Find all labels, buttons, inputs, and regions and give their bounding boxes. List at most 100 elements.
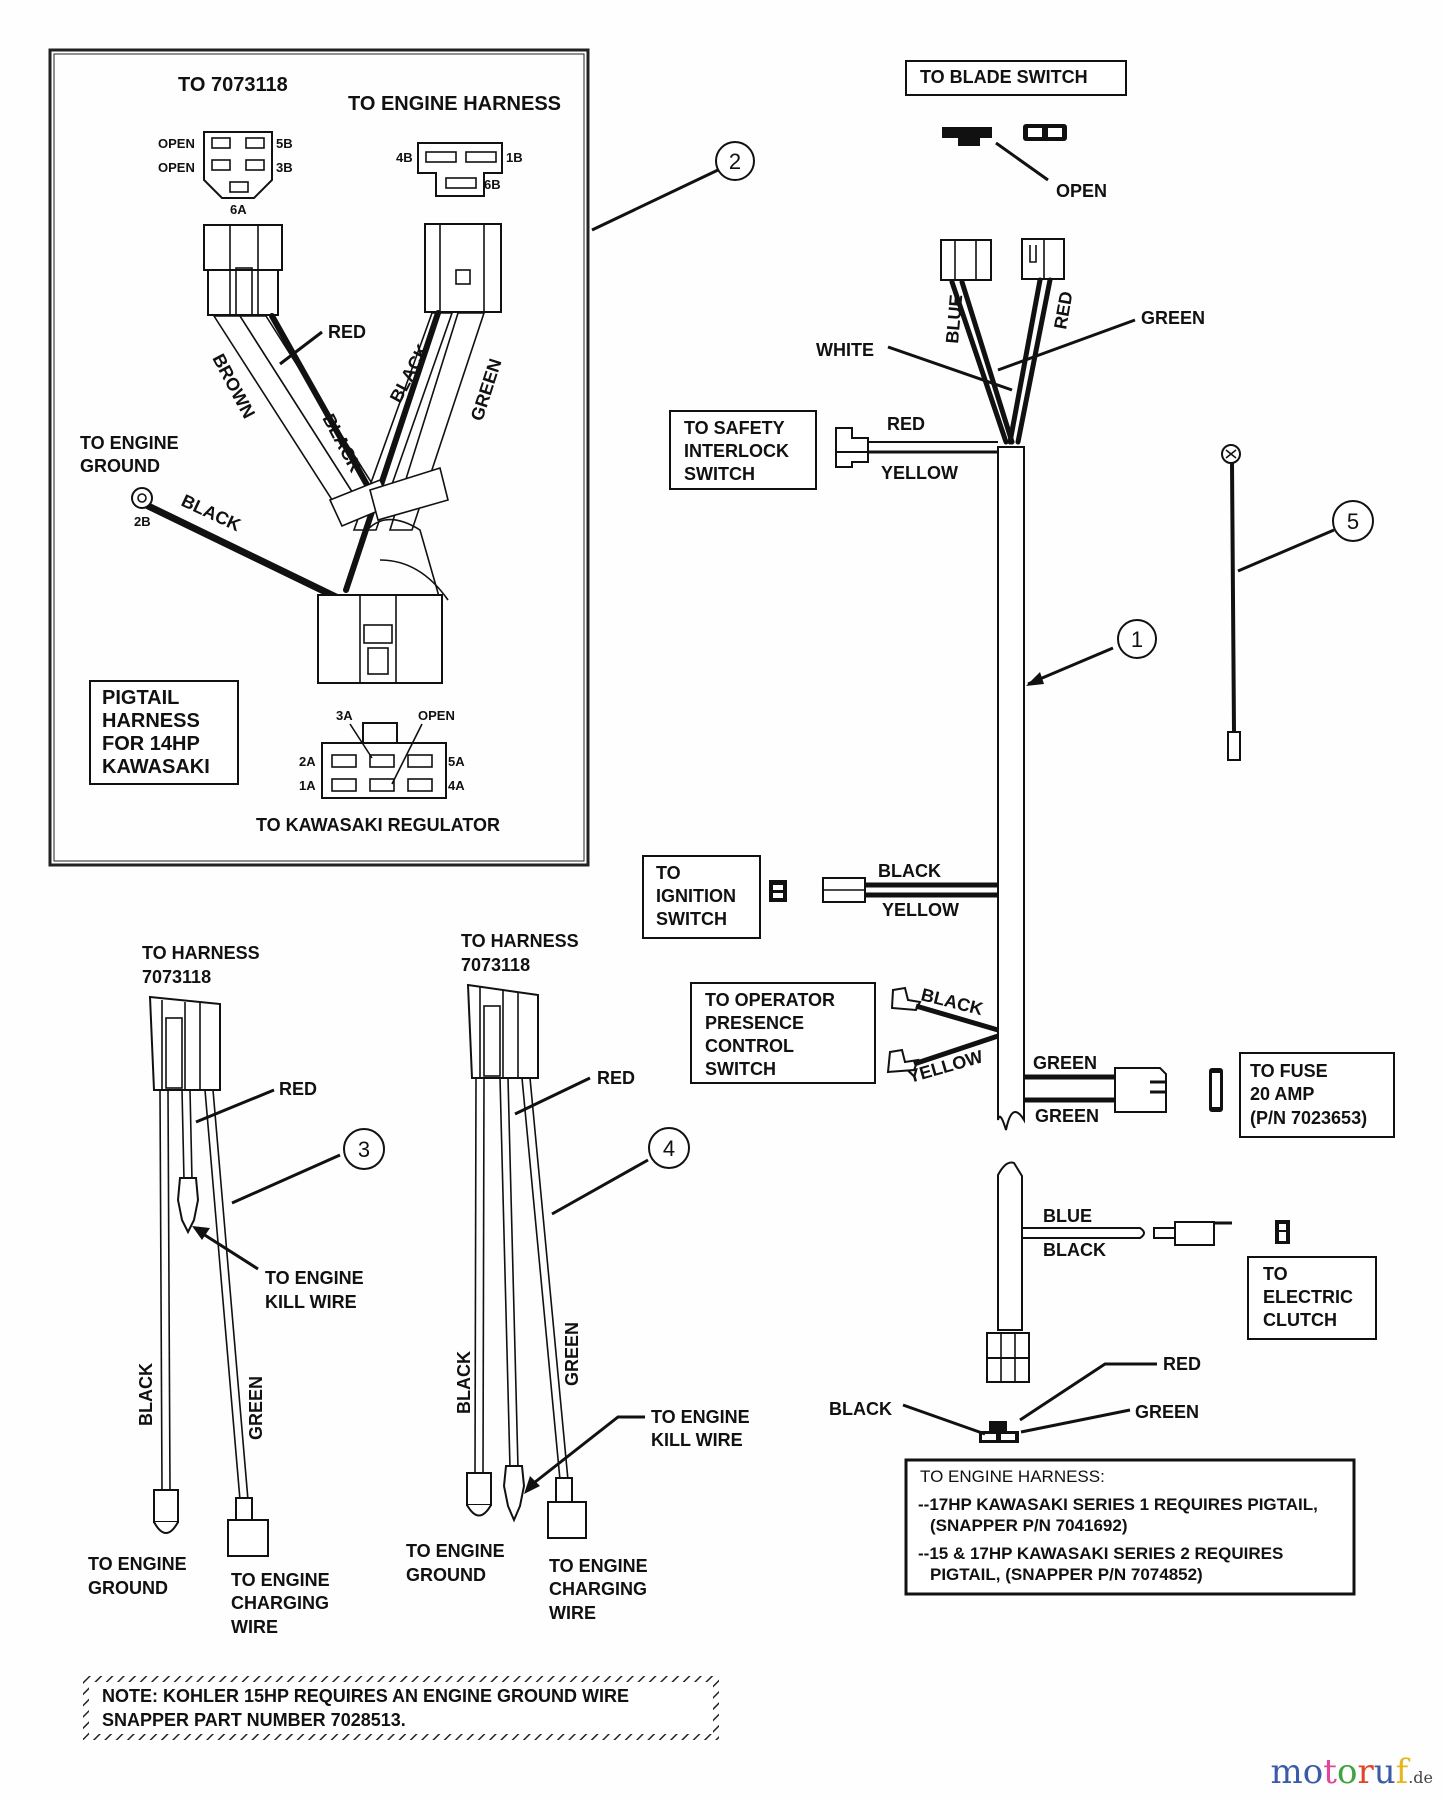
ignition-switch-box <box>642 855 761 939</box>
callout-4: 4 <box>663 1136 675 1161</box>
inset-frame <box>48 48 590 867</box>
h3-to-harness-1: TO HARNESS <box>142 943 260 963</box>
label-to-engine-harness: TO ENGINE HARNESS <box>348 93 561 115</box>
h3-charging-3: WIRE <box>231 1617 278 1637</box>
pigtail-line-1: PIGTAIL <box>102 687 179 709</box>
h3-wire-label-red: RED <box>279 1079 317 1099</box>
fuse-holder-plug <box>1114 1067 1167 1113</box>
wire-label-fuse-green-2: GREEN <box>1035 1106 1099 1126</box>
watermark-letter: o <box>1302 1752 1324 1792</box>
fuse-box <box>1239 1052 1395 1138</box>
connector-face-left: OPEN OPEN 5B 3B 6A <box>158 131 293 217</box>
regulator-plug <box>317 594 443 684</box>
watermark-letter: t <box>1323 1752 1337 1792</box>
pin-1b: 1B <box>506 150 523 165</box>
callout-2: 2 <box>591 141 755 232</box>
wire-label-safety-yellow: YELLOW <box>881 463 958 483</box>
engine-harness-note-title: TO ENGINE HARNESS: <box>920 1467 1105 1486</box>
wire-label-red-top: RED <box>1050 290 1076 331</box>
h4-ground-2: GROUND <box>406 1565 486 1585</box>
plug-left <box>203 224 283 316</box>
operator-black-terminal <box>890 986 922 1012</box>
pin-open-1: OPEN <box>158 136 195 151</box>
electric-clutch-box <box>1247 1256 1377 1340</box>
wire-label-ignition-black: BLACK <box>878 861 941 881</box>
pin-2b: 2B <box>134 514 151 529</box>
h4-kill-wire-2: KILL WIRE <box>651 1430 743 1450</box>
connector-face-right: 4B 1B 6B <box>396 142 523 197</box>
h3-wire-label-black: BLACK <box>136 1363 156 1426</box>
operator-line-1: TO OPERATOR <box>705 990 835 1010</box>
watermark-letter: o <box>1336 1752 1358 1792</box>
label-open-blade: OPEN <box>1056 181 1107 201</box>
pin-5b: 5B <box>276 136 293 151</box>
h3-connector <box>148 995 221 1091</box>
pigtail-label-box <box>89 680 239 785</box>
ground-ring-terminal <box>131 487 153 509</box>
fuse-line-2: 20 AMP <box>1250 1084 1314 1104</box>
wire-label-fuse-green-1: GREEN <box>1033 1053 1097 1073</box>
wire-label-end-black: BLACK <box>829 1399 892 1419</box>
fuse-icon <box>1209 1068 1223 1112</box>
fuse-line-1: TO FUSE <box>1250 1061 1328 1081</box>
part-3-harness: TO HARNESS 7073118 RED 3 TO ENGINE KILL … <box>88 943 385 1637</box>
note-line-1: NOTE: KOHLER 15HP REQUIRES AN ENGINE GRO… <box>102 1686 629 1706</box>
watermark-letter: f <box>1395 1752 1409 1792</box>
clutch-line-1: TO <box>1263 1264 1288 1284</box>
operator-line-3: CONTROL <box>705 1036 794 1056</box>
clutch-line-3: CLUTCH <box>1263 1310 1337 1330</box>
h4-to-harness-2: 7073118 <box>461 955 530 975</box>
pigtail-line-3: FOR 14HP <box>102 733 200 755</box>
callout-1: 1 <box>1026 619 1157 686</box>
pin-6b: 6B <box>484 177 501 192</box>
h3-to-harness-2: 7073118 <box>142 967 211 987</box>
wire-label-red: RED <box>328 322 366 342</box>
pin-3b: 3B <box>276 160 293 175</box>
engine-harness-face-icon <box>979 1421 1019 1443</box>
safety-line-1: TO SAFETY <box>684 418 785 438</box>
regulator-connector-face: 3A OPEN 2A 1A 5A 4A <box>299 708 465 799</box>
wire-label-operator-black: BLACK <box>919 984 985 1019</box>
wire-label-green: GREEN <box>467 356 506 423</box>
operator-line-4: SWITCH <box>705 1059 776 1079</box>
blade-switch-box <box>905 60 1127 96</box>
h4-charging-2: CHARGING <box>549 1579 647 1599</box>
h4-connector <box>466 983 539 1079</box>
pin-5a: 5A <box>448 754 465 769</box>
engine-harness-note-line-1b: (SNAPPER P/N 7041692) <box>930 1516 1127 1535</box>
h3-ground-ring-terminal <box>153 1489 179 1534</box>
h4-to-harness-1: TO HARNESS <box>461 931 579 951</box>
h4-charging-3: WIRE <box>549 1603 596 1623</box>
clutch-terminal-icon <box>1275 1220 1290 1244</box>
h4-wire-label-green: GREEN <box>562 1322 582 1386</box>
engine-harness-note-line-2: --15 & 17HP KAWASAKI SERIES 2 REQUIRES <box>918 1544 1283 1563</box>
ignition-line-1: TO <box>656 863 681 883</box>
wire-label-blue: BLUE <box>942 294 966 345</box>
engine-harness-note-box <box>904 1458 1356 1596</box>
h4-bullet-terminal <box>502 1465 526 1523</box>
watermark-letter: u <box>1373 1752 1396 1792</box>
clutch-wire-pair <box>1021 1227 1145 1239</box>
pin-3a: 3A <box>336 708 353 723</box>
h3-charging-1: TO ENGINE <box>231 1570 330 1590</box>
safety-connector-icon <box>835 427 869 468</box>
pin-1a: 1A <box>299 778 316 793</box>
fuse-line-3: (P/N 7023653) <box>1250 1108 1367 1128</box>
pin-4b: 4B <box>396 150 413 165</box>
wire-label-white: WHITE <box>816 340 874 360</box>
ignition-connector-icon <box>769 877 866 903</box>
watermark-letter: m <box>1270 1752 1303 1792</box>
label-engine-ground-2: GROUND <box>80 456 160 476</box>
watermark-letter: r <box>1357 1752 1374 1792</box>
ignition-line-3: SWITCH <box>656 909 727 929</box>
h3-kill-wire-2: KILL WIRE <box>265 1292 357 1312</box>
h4-ground-1: TO ENGINE <box>406 1541 505 1561</box>
pin-4a: 4A <box>448 778 465 793</box>
h3-kill-wire-1: TO ENGINE <box>265 1268 364 1288</box>
pigtail-inset: TO 7073118 TO ENGINE HARNESS OPEN OPEN 5… <box>48 48 590 867</box>
inset-frame-inner <box>53 53 585 862</box>
harness-sheath <box>997 446 1025 1131</box>
operator-yellow-terminal <box>886 1048 920 1074</box>
pin-open-2: OPEN <box>158 160 195 175</box>
end-connector-plug <box>986 1332 1030 1383</box>
